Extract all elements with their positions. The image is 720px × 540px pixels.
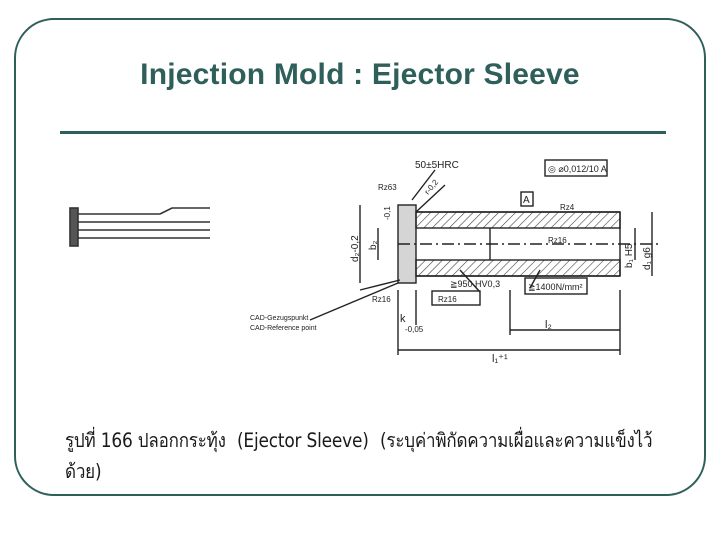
datum-label: A [523,195,530,206]
radius-label: r-0,2 [423,177,441,196]
l1-label: l₁⁺¹ [492,353,508,365]
caption-figure: รูปที่ 166 ปลอกกระทุ้ง [65,429,226,453]
title-divider [60,131,666,134]
slide-title: Injection Mold : Ejector Sleeve [140,58,580,91]
d2-label: d₂-0,2 [350,235,361,262]
figure-caption: รูปที่ 166 ปลอกกระทุ้ง (Ejector Sleeve) … [65,425,665,487]
tol-01: -0,1 [383,206,392,220]
cad-en-label: CAD-Reference point [250,325,317,332]
roughness-bore: Rz16 [548,236,567,245]
b2-label: b₂ [368,240,379,250]
k-label: k [400,313,406,325]
strength-label: ≧1400N/mm² [528,282,583,292]
tolerance-frame: ◎ ⌀0,012/10 A [548,164,607,174]
ejector-sleeve-drawing: 50±5HRC ◎ ⌀0,012/10 A A Rz63 Rz4 Rz16 Rz… [69,159,660,365]
roughness-bottom-left: Rz16 [372,295,391,304]
caption-note: (ระบุค่าพิกัดความเผื่อและความแข็งไว้ด้วย… [65,429,653,484]
l2-label: l₂ [545,319,552,331]
hardness-bore: ≧950 HV0,3 [450,279,500,289]
roughness-bottom-mid: Rz16 [438,295,457,304]
cad-de-label: CAD-Gezugspunkt [250,315,308,322]
d1-label: d₁ g6 [642,247,653,270]
hardness-label: 50±5HRC [415,160,459,171]
side-view-sketch [69,207,210,247]
b1-label: b₁ H5 [624,243,635,268]
caption-name: (Ejector Sleeve) [236,429,369,453]
sleeve-section [309,159,660,355]
roughness-top-right: Rz4 [560,203,575,212]
roughness-top-left: Rz63 [378,183,397,192]
k-tol: -0,05 [405,325,424,334]
